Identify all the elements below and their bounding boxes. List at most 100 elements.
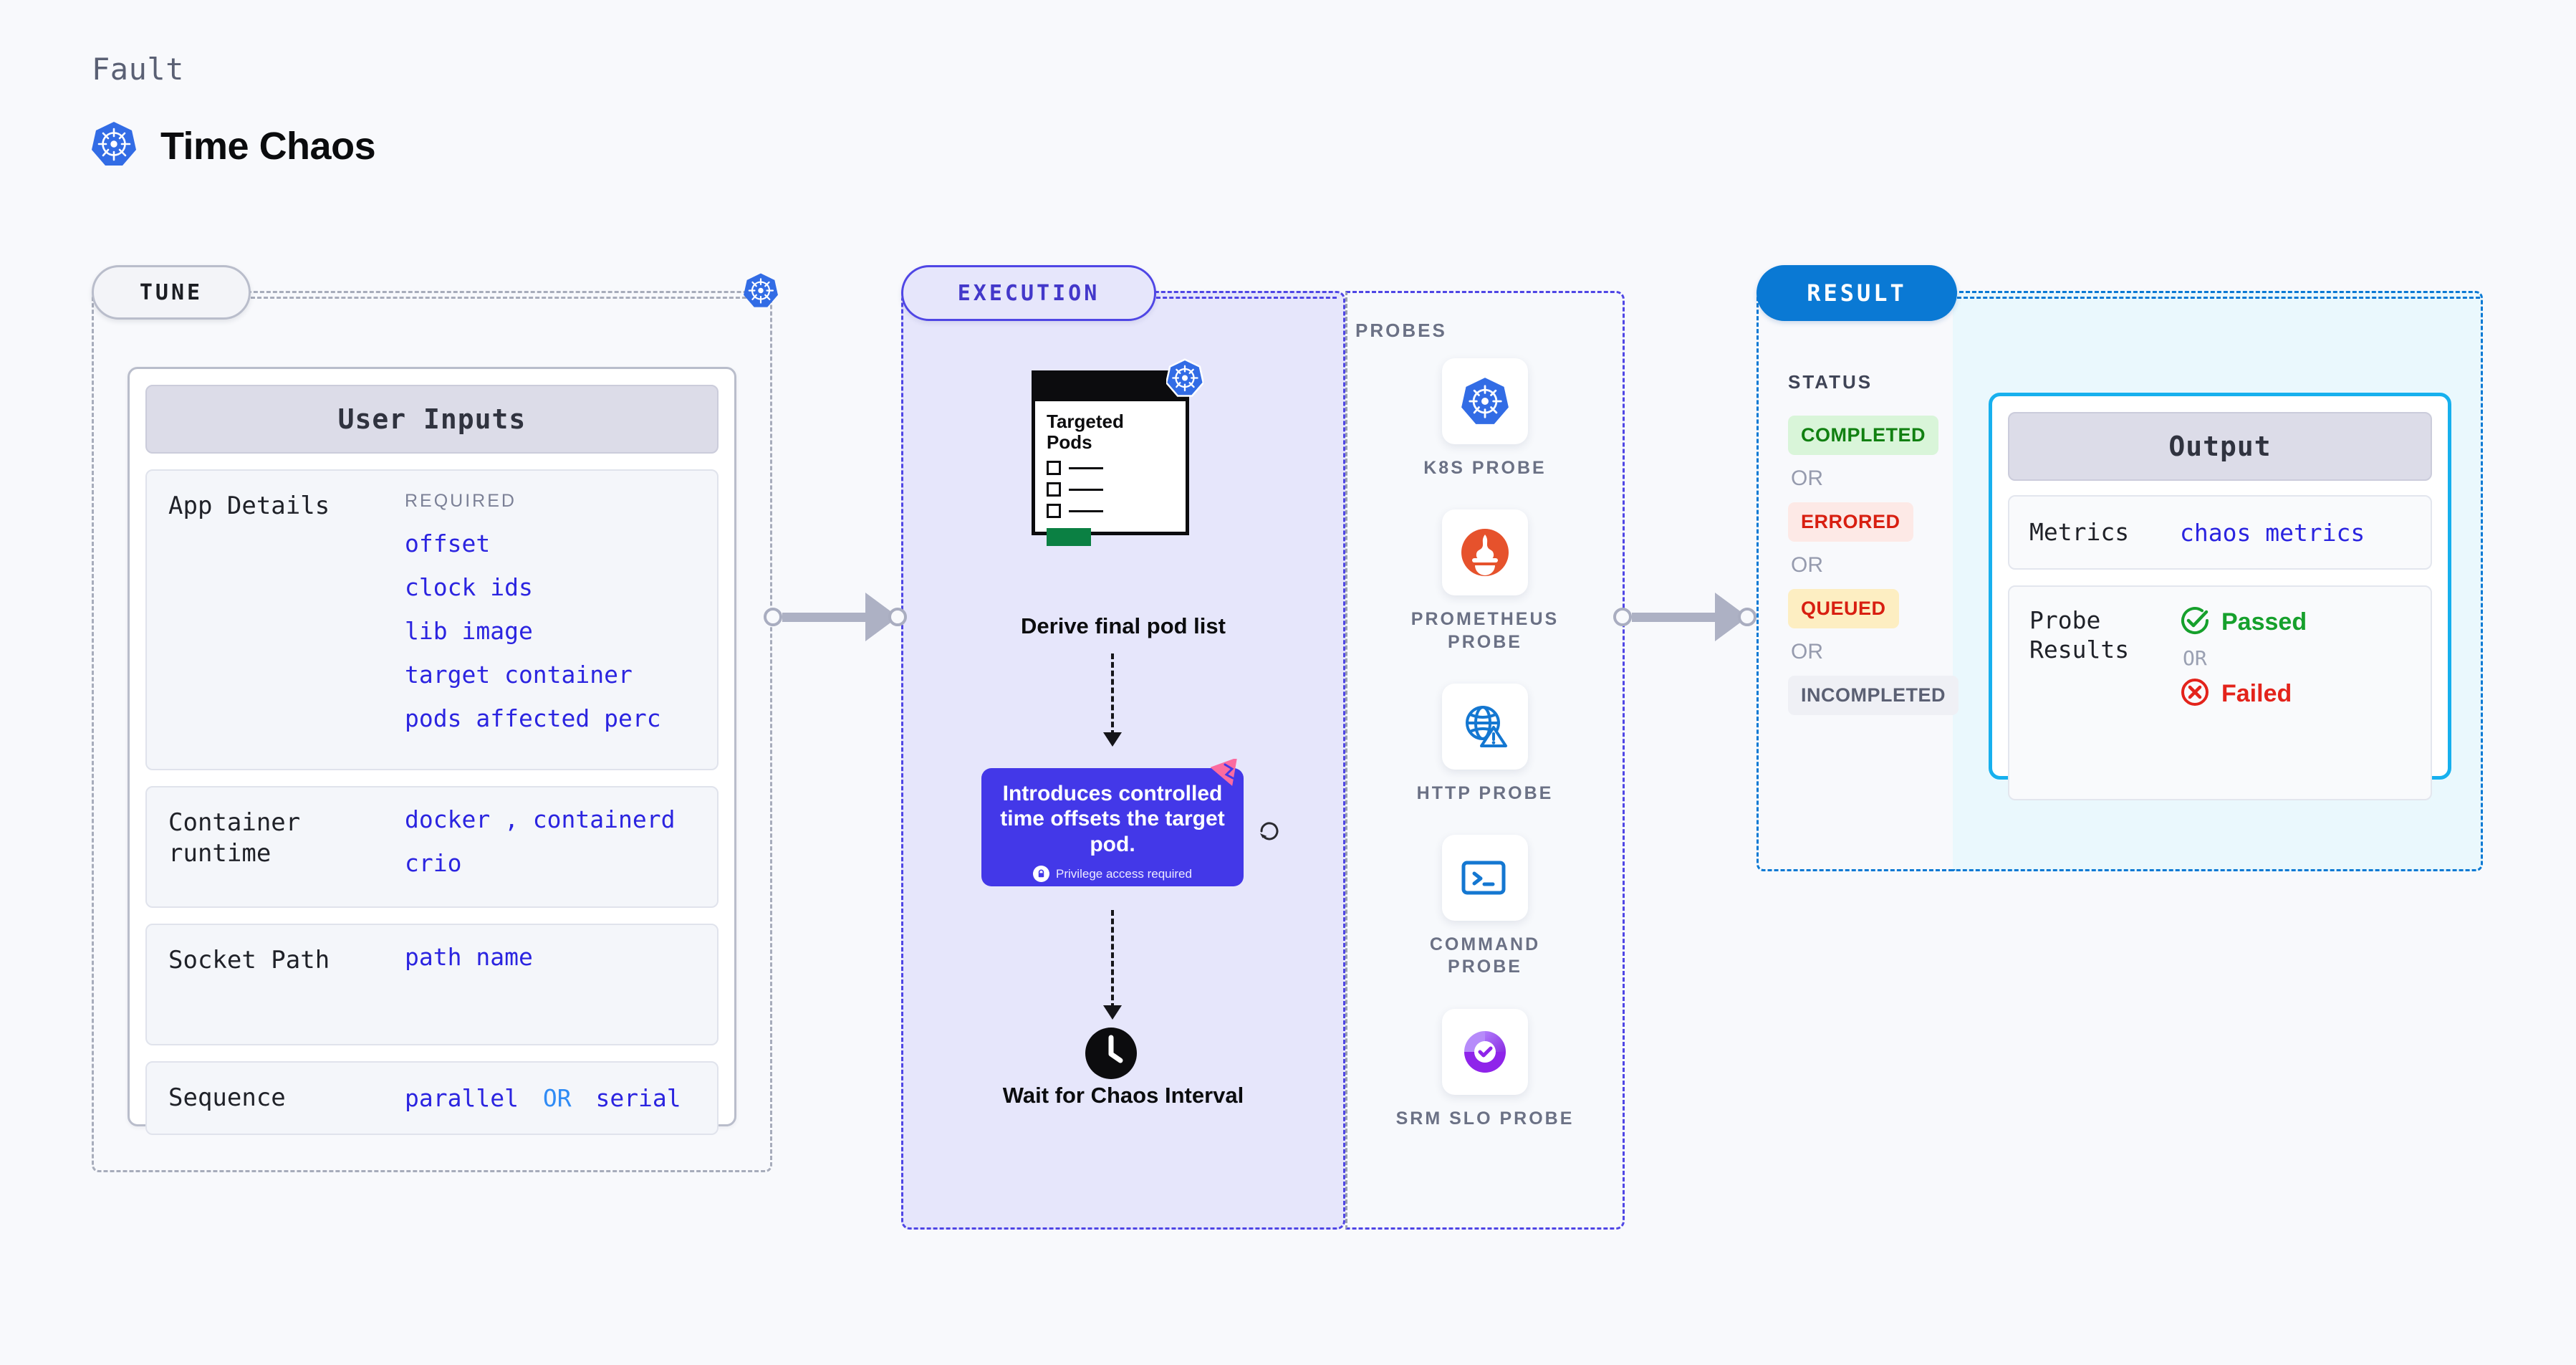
fault-description-card: Introduces controlled time offsets the t… bbox=[981, 768, 1244, 886]
user-inputs-card: User Inputs App Details REQUIRED offset … bbox=[128, 367, 736, 1135]
check-circle-icon bbox=[2180, 605, 2210, 639]
status-list: COMPLETED OR ERRORED OR QUEUED OR INCOMP… bbox=[1788, 416, 1959, 715]
probe-item-command[interactable]: COMMAND PROBE bbox=[1392, 835, 1578, 979]
probe-result-passed: Passed bbox=[2180, 605, 2307, 639]
connector-start-dot bbox=[764, 608, 782, 626]
connector-start-dot bbox=[1613, 608, 1632, 626]
metrics-value: chaos metrics bbox=[2180, 518, 2365, 547]
connector-end-dot bbox=[888, 608, 907, 626]
output-row-metrics[interactable]: Metrics chaos metrics bbox=[2008, 495, 2432, 570]
probe-tile bbox=[1442, 683, 1528, 770]
user-inputs-title: User Inputs bbox=[145, 385, 719, 454]
checkbox-icon bbox=[1047, 482, 1061, 497]
output-title: Output bbox=[2008, 412, 2432, 481]
connector-end-dot bbox=[1738, 608, 1756, 626]
sequence-values: parallel OR serial bbox=[405, 1086, 681, 1110]
row-label: Metrics bbox=[2029, 518, 2130, 547]
row-values: REQUIRED offset clock ids lib image targ… bbox=[405, 491, 661, 730]
kubernetes-icon bbox=[1461, 378, 1509, 424]
connector-shaft bbox=[782, 612, 867, 622]
kubernetes-icon bbox=[92, 120, 136, 171]
status-or-2: OR bbox=[1791, 553, 1823, 577]
probe-label: COMMAND PROBE bbox=[1429, 934, 1541, 977]
probe-label: HTTP PROBE bbox=[1416, 782, 1554, 803]
row-label: Container runtime bbox=[168, 808, 301, 868]
connector-execution-to-result bbox=[1613, 593, 1756, 641]
probes-list: K8S PROBE PROMETHEUS PROBE bbox=[1345, 358, 1625, 1130]
tune-rail bbox=[251, 297, 759, 299]
flow-arrow-head bbox=[1103, 1005, 1122, 1020]
list-line bbox=[1069, 488, 1103, 491]
checkbox-icon bbox=[1047, 461, 1061, 476]
execution-tag[interactable]: EXECUTION bbox=[901, 265, 1156, 321]
probes-title: PROBES bbox=[1355, 320, 1447, 341]
probe-tile bbox=[1442, 509, 1528, 596]
probe-result-failed: Failed bbox=[2180, 677, 2307, 711]
terminal-icon bbox=[1461, 861, 1506, 895]
fault-label: Fault bbox=[92, 52, 184, 87]
row-label: App Details bbox=[168, 492, 330, 520]
list-item bbox=[1047, 461, 1174, 476]
param-lib-image: lib image bbox=[405, 617, 533, 645]
checkbox-icon bbox=[1047, 504, 1061, 519]
param-pods-affected-perc: pods affected perc bbox=[405, 704, 661, 732]
status-badge-completed: COMPLETED bbox=[1788, 416, 1939, 455]
flow-arrow-line bbox=[1111, 910, 1114, 1009]
probe-item-k8s[interactable]: K8S PROBE bbox=[1392, 358, 1578, 479]
card-topbar bbox=[1035, 374, 1186, 401]
probe-label: K8S PROBE bbox=[1423, 458, 1547, 478]
targeted-pods-title: Targeted Pods bbox=[1047, 411, 1124, 453]
sequence-parallel: parallel bbox=[405, 1083, 519, 1112]
targeted-pods-card: Targeted Pods bbox=[1032, 370, 1189, 547]
result-tag[interactable]: RESULT bbox=[1756, 265, 1957, 321]
globe-warning-icon bbox=[1466, 705, 1507, 747]
connector-shaft bbox=[1632, 612, 1716, 622]
pods-confirm-button[interactable] bbox=[1047, 528, 1091, 547]
page-title: Time Chaos bbox=[92, 120, 376, 171]
output-rows: Metrics chaos metrics Probe Results Pass… bbox=[2008, 495, 2432, 800]
row-label: Probe Results bbox=[2029, 606, 2130, 664]
srm-slo-icon bbox=[1464, 1030, 1506, 1073]
probe-item-srm-slo[interactable]: SRM SLO PROBE bbox=[1392, 1008, 1578, 1130]
kubernetes-icon bbox=[1165, 358, 1205, 401]
probe-results-values: Passed OR Failed bbox=[2180, 605, 2307, 711]
param-offset: offset bbox=[405, 530, 491, 557]
tune-row-app-details[interactable]: App Details REQUIRED offset clock ids li… bbox=[145, 469, 719, 770]
tune-row-socket-path[interactable]: Socket Path path name bbox=[145, 924, 719, 1045]
probe-tile bbox=[1442, 358, 1528, 444]
wait-for-chaos-interval-caption: Wait for Chaos Interval bbox=[1002, 1083, 1244, 1108]
runtime-docker-containerd: docker , containerd bbox=[405, 805, 676, 833]
execution-rail bbox=[1156, 297, 1337, 299]
status-badge-queued: QUEUED bbox=[1788, 589, 1899, 628]
lock-icon bbox=[1033, 866, 1050, 883]
row-values: parallel OR serial bbox=[405, 1086, 681, 1110]
probe-item-prometheus[interactable]: PROMETHEUS PROBE bbox=[1392, 509, 1578, 653]
clock-icon bbox=[1084, 1026, 1138, 1084]
socket-path-value: path name bbox=[405, 943, 533, 971]
connector-tune-to-execution bbox=[764, 593, 907, 641]
kubernetes-icon bbox=[744, 272, 778, 312]
tune-row-container-runtime[interactable]: Container runtime docker , containerd cr… bbox=[145, 786, 719, 908]
row-values: path name bbox=[405, 945, 533, 969]
row-label: Sequence bbox=[168, 1083, 286, 1112]
derive-final-pod-list-caption: Derive final pod list bbox=[1021, 613, 1226, 638]
fault-description-text: Introduces controlled time offsets the t… bbox=[1000, 782, 1225, 856]
chaos-badge-icon bbox=[1210, 757, 1245, 792]
probe-label: SRM SLO PROBE bbox=[1395, 1108, 1575, 1129]
tune-row-sequence[interactable]: Sequence parallel OR serial bbox=[145, 1061, 719, 1135]
privilege-note: Privilege access required bbox=[997, 866, 1228, 883]
runtime-crio: crio bbox=[405, 849, 462, 877]
tune-tag[interactable]: TUNE bbox=[92, 265, 251, 320]
status-or-1: OR bbox=[1791, 466, 1823, 490]
failed-label: Failed bbox=[2221, 680, 2292, 707]
prometheus-icon bbox=[1461, 529, 1509, 577]
status-or-3: OR bbox=[1791, 640, 1823, 664]
list-item bbox=[1047, 482, 1174, 497]
probe-item-http[interactable]: HTTP PROBE bbox=[1392, 683, 1578, 805]
status-badge-errored: ERRORED bbox=[1788, 502, 1913, 542]
probe-tile bbox=[1442, 835, 1528, 921]
flow-arrow-line bbox=[1111, 653, 1114, 736]
output-row-probe-results[interactable]: Probe Results Passed OR bbox=[2008, 585, 2432, 800]
param-clock-ids: clock ids bbox=[405, 573, 533, 601]
